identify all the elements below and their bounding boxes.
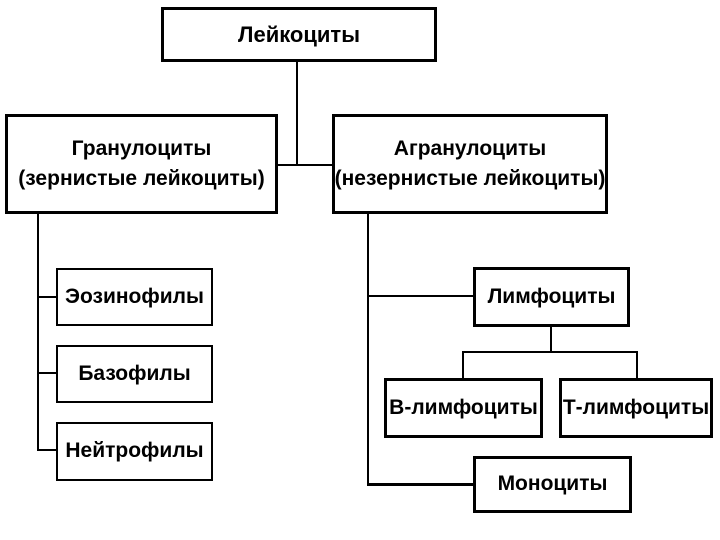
node-agranulocytes: Агранулоциты (незернистые лейкоциты) — [332, 114, 608, 214]
node-granulocytes-sublabel: (зернистые лейкоциты) — [18, 167, 265, 190]
node-lymphocytes: Лимфоциты — [473, 267, 630, 327]
node-agranulocytes-label: Агранулоциты — [393, 136, 547, 160]
node-t-lymphocytes-label: Т-лимфоциты — [562, 395, 710, 419]
connector-t-lymphocytes-drop — [636, 351, 638, 378]
connector-root-vertical — [296, 62, 298, 166]
node-lymphocytes-label: Лимфоциты — [487, 284, 616, 308]
connector-b-lymphocytes-drop — [462, 351, 464, 378]
node-neutrophils-label: Нейтрофилы — [65, 439, 204, 463]
connector-agranulocytes-rail — [367, 214, 369, 485]
node-basophils-label: Базофилы — [78, 361, 191, 385]
node-eosinophils-label: Эозинофилы — [65, 284, 204, 308]
node-b-lymphocytes: В-лимфоциты — [384, 378, 543, 438]
connector-monocytes-stub — [367, 483, 473, 486]
node-granulocytes-label: Гранулоциты — [71, 136, 212, 160]
node-monocytes: Моноциты — [473, 456, 632, 513]
connector-granulocytes-rail — [37, 214, 39, 451]
node-t-lymphocytes: Т-лимфоциты — [559, 378, 713, 438]
connector-eosinophils-stub — [37, 296, 56, 298]
node-b-lymphocytes-label: В-лимфоциты — [389, 395, 538, 419]
node-agranulocytes-sublabel: (незернистые лейкоциты) — [334, 167, 606, 190]
node-neutrophils: Нейтрофилы — [56, 422, 213, 481]
connector-root-horizontal — [278, 164, 332, 166]
node-monocytes-label: Моноциты — [497, 472, 608, 496]
node-eosinophils: Эозинофилы — [56, 268, 213, 326]
node-basophils: Базофилы — [56, 345, 213, 403]
connector-lymphocytes-stub — [367, 295, 473, 297]
connector-basophils-stub — [37, 372, 56, 374]
connector-neutrophils-stub — [37, 449, 56, 451]
connector-lymphocytes-down — [550, 327, 552, 353]
node-leukocytes-label: Лейкоциты — [238, 21, 360, 47]
node-leukocytes: Лейкоциты — [161, 7, 437, 62]
connector-lymphocyte-split — [462, 351, 638, 353]
node-granulocytes: Гранулоциты (зернистые лейкоциты) — [5, 114, 278, 214]
